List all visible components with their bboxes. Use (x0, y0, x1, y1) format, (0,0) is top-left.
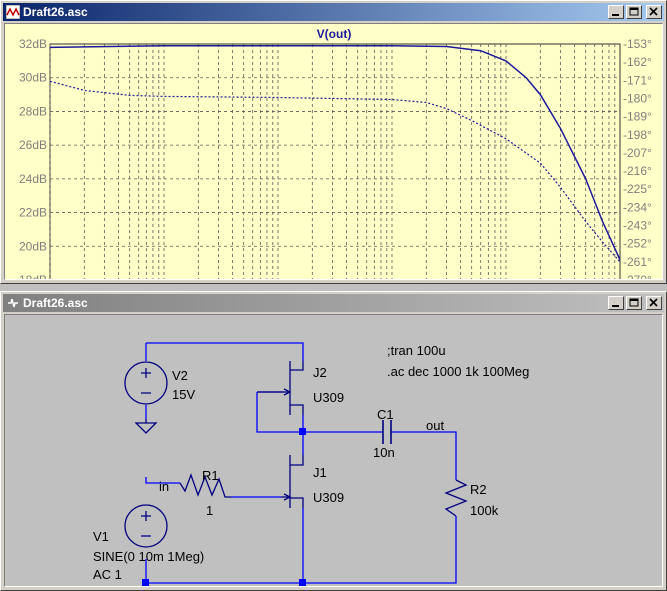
v2-value[interactable]: 15V (172, 387, 195, 402)
waveform-window-title: Draft26.asc (23, 5, 88, 19)
plot-grid (49, 44, 620, 279)
right-axis-tick-label: -243° (623, 219, 652, 233)
right-axis-tick-label: -207° (623, 146, 652, 160)
schematic-titlebar[interactable]: Draft26.asc (3, 294, 664, 312)
schematic-window[interactable]: Draft26.asc (0, 291, 667, 591)
voltage-source-v2[interactable] (124, 361, 168, 405)
schematic-canvas[interactable]: ;tran 100u .ac dec 1000 1k 100Meg V2 15V… (4, 314, 663, 587)
maximize-button[interactable] (626, 5, 642, 19)
wires (145, 342, 457, 584)
waveform-window[interactable]: Draft26.asc V(out) 32dB 30dB 28dB 26dB 24dB 2… (0, 0, 667, 284)
left-axis-tick-label: 28dB (19, 104, 47, 118)
r2-name[interactable]: R2 (470, 482, 487, 497)
minimize-icon (612, 305, 619, 307)
j2-value[interactable]: U309 (313, 390, 344, 405)
c1-value[interactable]: 10n (373, 445, 395, 460)
left-axis-tick-label: 26dB (19, 138, 47, 152)
schematic-close-button[interactable] (646, 296, 662, 310)
left-axis-tick-label: 22dB (19, 206, 47, 220)
left-axis-ticks: 32dB 30dB 28dB 26dB 24dB 22dB 20dB 18dB (19, 37, 47, 280)
resistor-r1[interactable] (179, 473, 231, 498)
capacitor-c1[interactable] (382, 420, 392, 444)
jfet-j2[interactable] (257, 361, 304, 415)
schematic-window-title: Draft26.asc (23, 296, 88, 310)
phase-trace[interactable] (49, 80, 621, 263)
net-label-in[interactable]: in (159, 479, 169, 494)
right-axis-tick-label: -189° (623, 110, 652, 124)
resistor-r2[interactable] (444, 479, 468, 517)
schematic-drawing[interactable]: ;tran 100u .ac dec 1000 1k 100Meg V2 15V… (5, 315, 663, 587)
v2-name[interactable]: V2 (172, 368, 188, 383)
schematic-app-icon (8, 298, 18, 308)
v1-name[interactable]: V1 (93, 529, 109, 544)
j2-name[interactable]: J2 (313, 365, 327, 380)
right-axis-tick-label: -153° (623, 37, 652, 51)
maximize-icon (629, 298, 639, 307)
close-icon (649, 298, 658, 307)
right-axis-tick-label: -261° (623, 255, 652, 269)
right-axis-tick-label: -162° (623, 55, 652, 69)
net-label-out[interactable]: out (426, 418, 444, 433)
magnitude-trace[interactable] (49, 44, 621, 261)
bode-plot[interactable]: V(out) 32dB30dB28dB26dB24dB22dB20dB18dB … (5, 24, 663, 280)
r1-value[interactable]: 1 (206, 503, 213, 518)
close-button[interactable] (646, 5, 662, 19)
left-axis-tick-label: 20dB (19, 239, 47, 253)
close-icon (649, 7, 658, 16)
right-axis-tick-label: -252° (623, 237, 652, 251)
left-axis-tick-label: 30dB (19, 71, 47, 85)
schematic-maximize-button[interactable] (626, 296, 642, 310)
r2-value[interactable]: 100k (470, 503, 499, 518)
v1-value[interactable]: SINE(0 10m 1Meg) (93, 549, 204, 564)
right-axis-tick-label: -171° (623, 73, 652, 87)
right-axis-ticks: -153° -162° -171° -180° -189° -198° -207° -216°… (623, 37, 652, 280)
right-axis-tick-label: -216° (623, 164, 652, 178)
minimize-button[interactable] (608, 5, 624, 19)
r1-name[interactable]: R1 (202, 468, 219, 483)
right-axis-tick-label: -270° (623, 273, 652, 280)
right-axis-tick-label: -198° (623, 128, 652, 142)
jfet-j1[interactable] (281, 455, 304, 508)
waveform-app-icon (6, 5, 20, 19)
right-axis-tick-label: -234° (623, 200, 652, 214)
minimize-icon (612, 14, 619, 16)
c1-name[interactable]: C1 (377, 407, 394, 422)
right-axis-tick-label: -225° (623, 182, 652, 196)
maximize-icon (629, 7, 639, 16)
trace-label[interactable]: V(out) (317, 27, 352, 41)
v1-ac-value[interactable]: AC 1 (93, 567, 122, 582)
left-axis-tick-label: 24dB (19, 172, 47, 186)
j1-name[interactable]: J1 (313, 465, 327, 480)
j1-value[interactable]: U309 (313, 490, 344, 505)
waveform-titlebar[interactable]: Draft26.asc (3, 3, 664, 21)
directive-ac[interactable]: .ac dec 1000 1k 100Meg (387, 364, 529, 379)
directive-tran[interactable]: ;tran 100u (387, 343, 446, 358)
schematic-minimize-button[interactable] (608, 296, 624, 310)
right-axis-tick-label: -180° (623, 91, 652, 105)
voltage-source-v1[interactable] (124, 504, 168, 548)
left-axis-tick-label: 18dB (19, 273, 47, 280)
left-axis-tick-label: 32dB (19, 37, 47, 51)
junction-dots (142, 428, 306, 586)
